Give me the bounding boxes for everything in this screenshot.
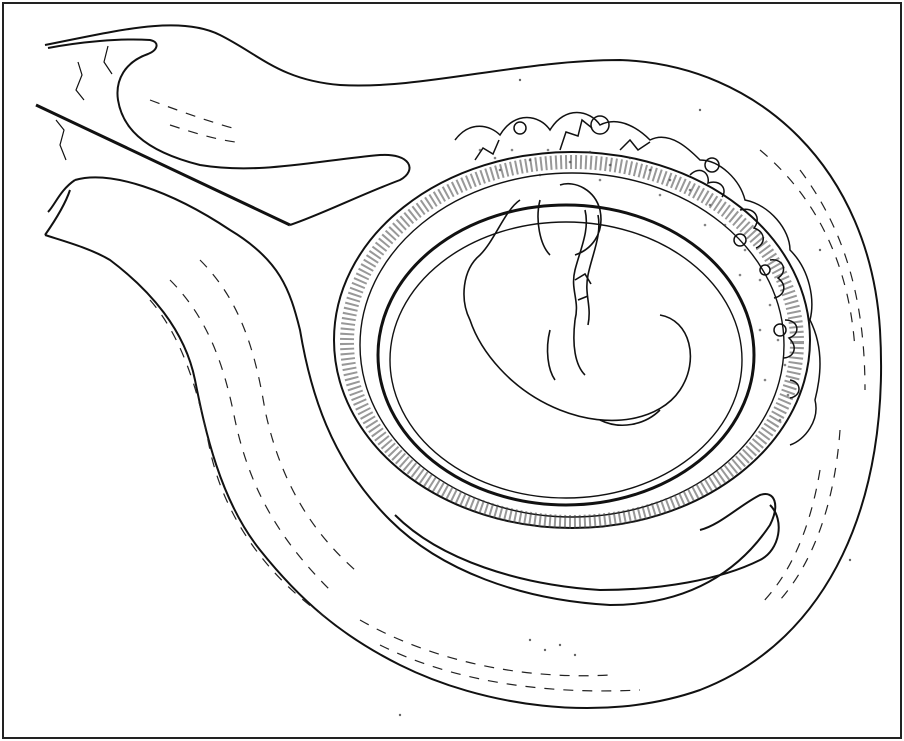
umbilical-cord <box>574 210 599 325</box>
decidua-stipple-ring <box>334 152 810 528</box>
uterine-lumen-outline <box>48 177 775 605</box>
lumen-fold <box>395 505 779 590</box>
amniotic-sac <box>378 205 754 505</box>
uterine-wall-outer <box>45 25 881 708</box>
figure-border <box>3 3 901 738</box>
oviduct <box>45 39 410 235</box>
wall-dots <box>399 79 851 716</box>
uterine-canal-line <box>36 105 290 225</box>
placenta-stipple <box>479 149 790 422</box>
embryo <box>464 184 690 425</box>
myometrium-striations <box>150 100 865 691</box>
